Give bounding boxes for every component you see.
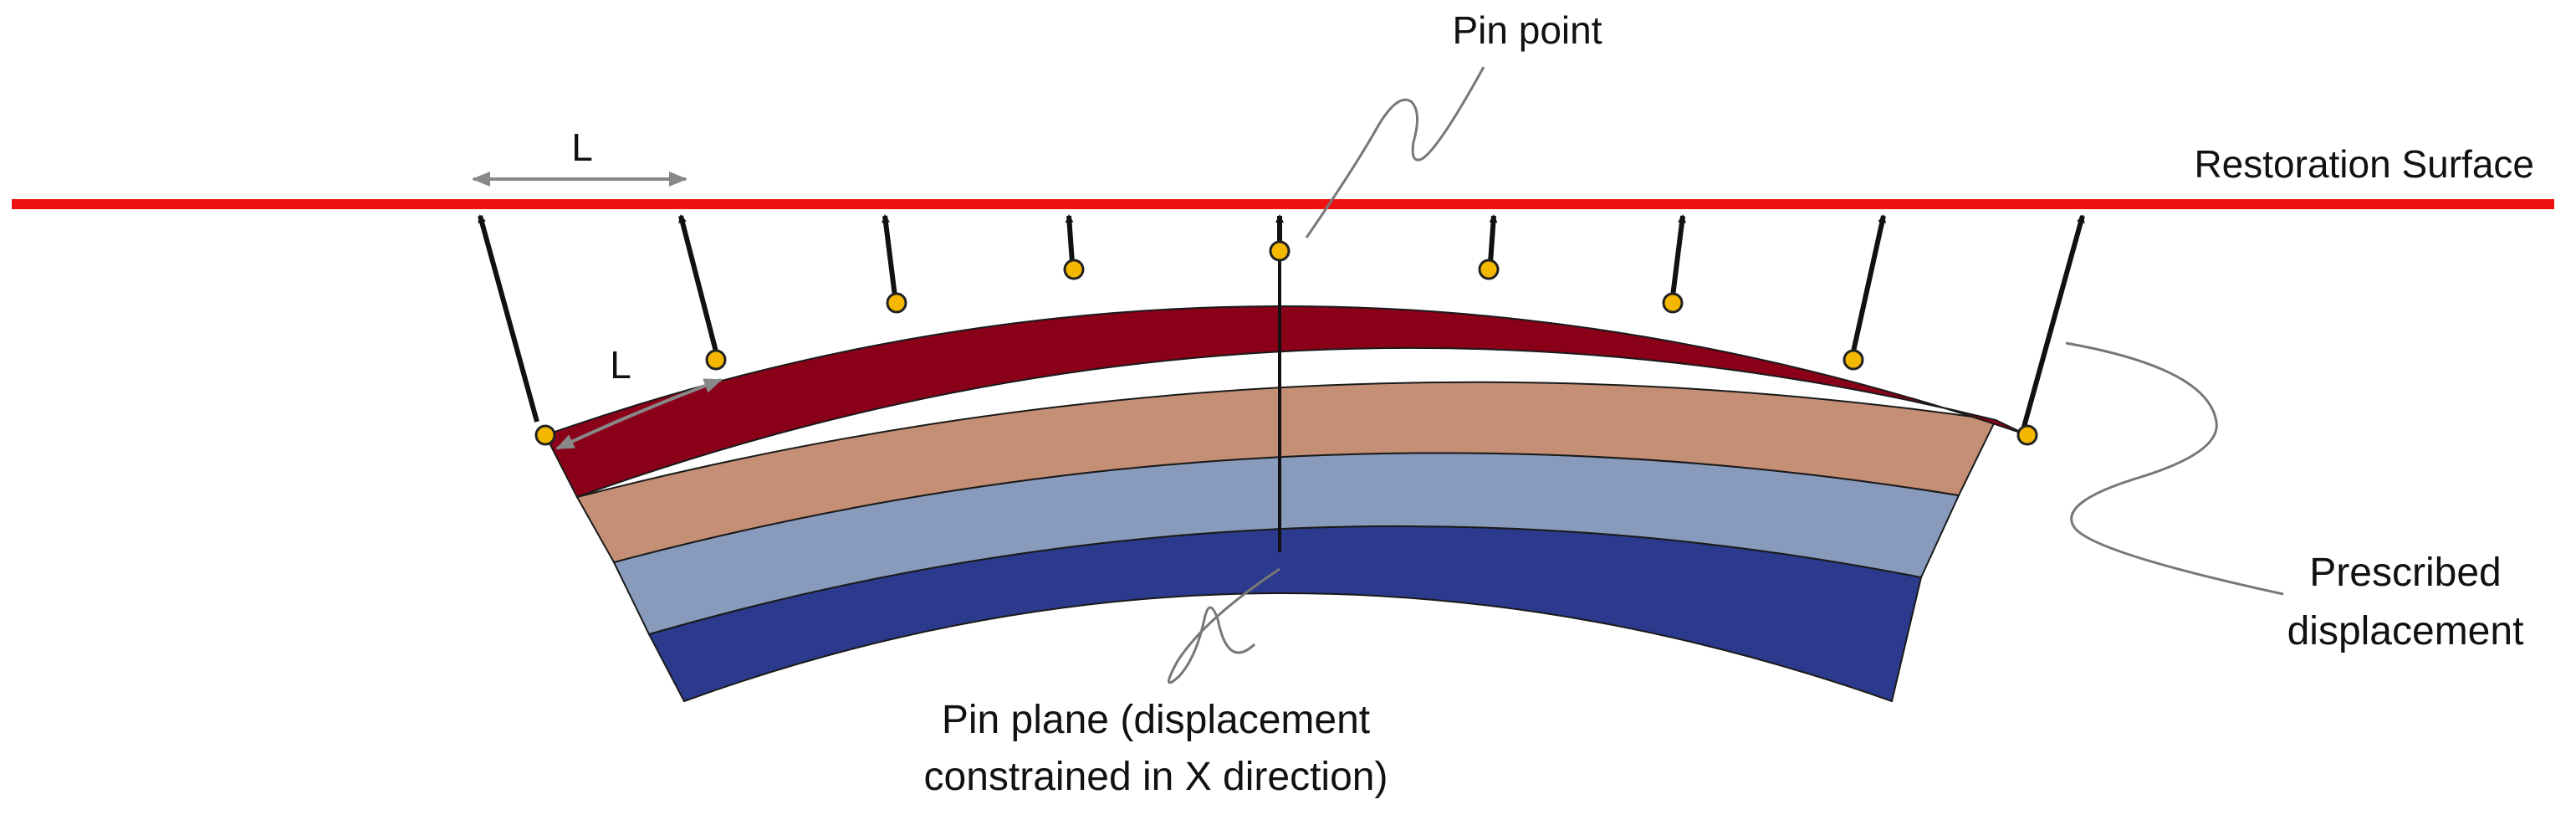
displacement-arrows bbox=[478, 214, 2085, 428]
node bbox=[886, 292, 907, 314]
displacement-arrow bbox=[882, 214, 897, 297]
layer-top bbox=[544, 305, 2028, 499]
leader-lines bbox=[1168, 66, 2284, 684]
pin-point-leader bbox=[1305, 66, 1485, 238]
displacement-arrow bbox=[678, 214, 718, 352]
node bbox=[1662, 292, 1684, 314]
pin-plane-label-line1: Pin plane (displacement bbox=[942, 698, 1370, 742]
pin-plane-label-line2: constrained in X direction) bbox=[924, 755, 1388, 799]
displacement-arrow bbox=[1488, 214, 1498, 264]
node bbox=[2016, 424, 2038, 446]
pin-point-label: Pin point bbox=[1452, 8, 1602, 52]
node bbox=[1478, 259, 1500, 280]
displacement-arrow bbox=[1670, 214, 1686, 297]
displacement-arrow bbox=[1065, 214, 1075, 264]
prescribed-displacement-leader bbox=[2065, 341, 2284, 596]
length-dimension-arc bbox=[555, 378, 723, 450]
length-label-top: L bbox=[571, 126, 593, 169]
pin-point-node bbox=[1269, 240, 1291, 262]
layer-second bbox=[575, 381, 1997, 564]
node bbox=[1843, 349, 1864, 371]
node bbox=[705, 349, 727, 371]
displacement-arrow bbox=[478, 214, 539, 423]
node bbox=[534, 424, 556, 446]
displacement-arrow bbox=[2021, 214, 2085, 428]
layered-arch bbox=[544, 251, 2028, 703]
prescribed-label-line1: Prescribed bbox=[2309, 551, 2501, 595]
node bbox=[1063, 259, 1085, 280]
prescribed-label-line2: displacement bbox=[2287, 609, 2524, 653]
pin-plane-leader bbox=[1168, 567, 1280, 684]
length-label-arc: L bbox=[610, 343, 631, 387]
diagram-labels: Pin point Restoration Surface L L Prescr… bbox=[571, 8, 2534, 799]
surface-nodes bbox=[534, 240, 2038, 446]
restoration-surface-label: Restoration Surface bbox=[2194, 142, 2534, 186]
displacement-arrow bbox=[1851, 214, 1887, 352]
dimension-arrows bbox=[472, 172, 723, 450]
